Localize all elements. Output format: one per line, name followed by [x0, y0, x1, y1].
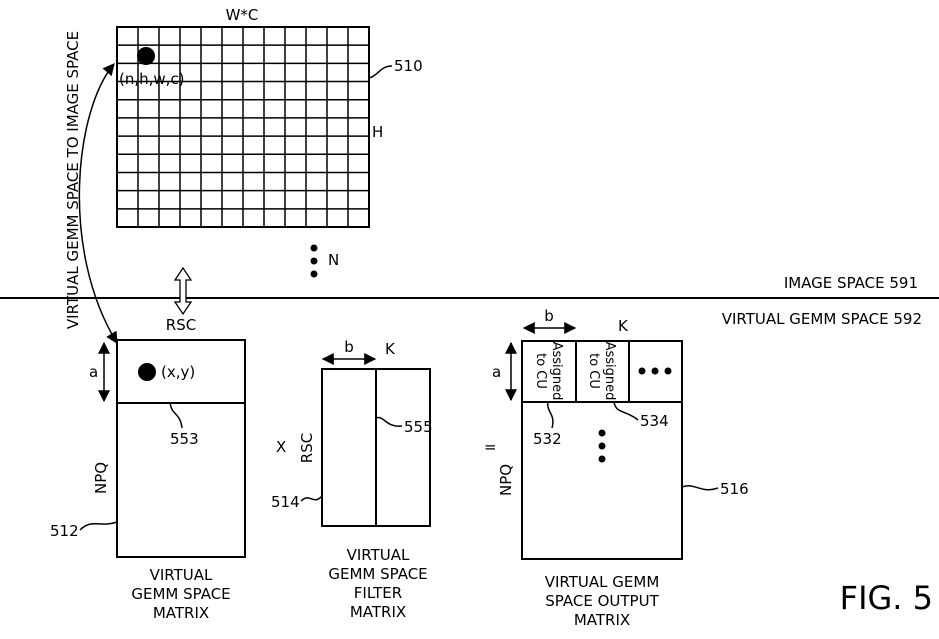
- gemm-ref-leader: [79, 521, 118, 531]
- filter-ref: 514: [271, 493, 300, 511]
- gemm-caption-2: GEMM SPACE: [131, 585, 230, 603]
- output-row-dots: [638, 367, 672, 375]
- output-top-label: K: [618, 317, 629, 335]
- batch-label: N: [328, 251, 339, 269]
- output-col-dots: [598, 429, 606, 463]
- output-cell-1: Assigned to CU: [533, 342, 564, 401]
- grid-top-label: W*C: [226, 6, 259, 24]
- grid-ref-leader: [368, 65, 393, 79]
- times-operator: X: [276, 438, 286, 456]
- output-side-label: NPQ: [497, 464, 515, 496]
- filter-caption-4: MATRIX: [350, 603, 406, 621]
- output-ref: 516: [720, 480, 749, 498]
- output-cell-2-line-2: to CU: [586, 353, 601, 389]
- output-height-label: a: [492, 363, 501, 381]
- filter-ref-leader: [300, 495, 323, 502]
- filter-col-ref-leader: [375, 416, 403, 427]
- filter-matrix: b K RSC 555 514 VIRTUAL GEMM SPACE FILTE…: [271, 338, 433, 621]
- gemm-ref-top: 553: [170, 430, 199, 448]
- filter-caption-3: FILTER: [354, 584, 402, 602]
- filter-caption-2: GEMM SPACE: [328, 565, 427, 583]
- output-width-label: b: [544, 307, 554, 325]
- output-caption-3: MATRIX: [574, 611, 630, 629]
- output-caption-1: VIRTUAL GEMM: [545, 573, 660, 591]
- image-space-label: IMAGE SPACE 591: [784, 274, 918, 292]
- gemm-top-label: RSC: [166, 316, 196, 334]
- filter-width-label: b: [344, 338, 354, 356]
- gemm-ref-top-leader: [169, 402, 183, 429]
- side-note: VIRTUAL GEMM SPACE TO IMAGE SPACE: [64, 31, 82, 329]
- output-cell-1-line-1: Assigned: [549, 342, 564, 401]
- grid-side-label: H: [372, 123, 383, 141]
- gemm-element-label: (x,y): [161, 363, 195, 381]
- output-cell-2-line-1: Assigned: [602, 342, 617, 401]
- gemm-caption-3: MATRIX: [153, 604, 209, 622]
- gemm-ref: 512: [50, 522, 79, 540]
- output-ref1-leader: [547, 401, 554, 429]
- equals-operator: =: [484, 438, 497, 456]
- output-ref2: 534: [640, 412, 669, 430]
- gemm-caption-1: VIRTUAL: [150, 566, 213, 584]
- gemm-side-label: NPQ: [92, 462, 110, 494]
- grid-lines: [117, 27, 369, 227]
- image-element-label: (n,h,w,c): [119, 70, 185, 88]
- gemm-matrix-border: [116, 339, 246, 558]
- output-cell-1-line-2: to CU: [533, 353, 548, 389]
- output-matrix: b K a Assigned to CU Assigned to CU 532 …: [492, 307, 749, 629]
- virtual-space-label: VIRTUAL GEMM SPACE 592: [722, 310, 922, 328]
- gemm-element-dot: [138, 363, 156, 381]
- figure-label: FIG. 5: [840, 579, 933, 617]
- filter-side-label: RSC: [298, 433, 316, 463]
- output-matrix-border: [521, 340, 683, 560]
- output-ref1: 532: [533, 430, 562, 448]
- gemm-matrix: RSC a (x,y) 553 NPQ 512 VIRTUAL GEMM SPA…: [50, 316, 246, 622]
- filter-col-ref: 555: [404, 418, 433, 436]
- filter-top-label: K: [385, 340, 396, 358]
- output-cell-2: Assigned to CU: [586, 342, 617, 401]
- grid-ref: 510: [394, 57, 423, 75]
- image-grid: (n,h,w,c) W*C H 510 N: [116, 6, 423, 278]
- mapping-arrow: [78, 63, 118, 345]
- double-arrow-icon: [173, 266, 193, 316]
- filter-caption-1: VIRTUAL: [347, 546, 410, 564]
- batch-dots: [310, 244, 318, 278]
- output-caption-2: SPACE OUTPUT: [545, 592, 659, 610]
- gemm-height-label: a: [89, 363, 98, 381]
- image-element-dot: [137, 47, 155, 65]
- output-ref-leader: [681, 485, 719, 491]
- output-ref2-leader: [613, 401, 639, 421]
